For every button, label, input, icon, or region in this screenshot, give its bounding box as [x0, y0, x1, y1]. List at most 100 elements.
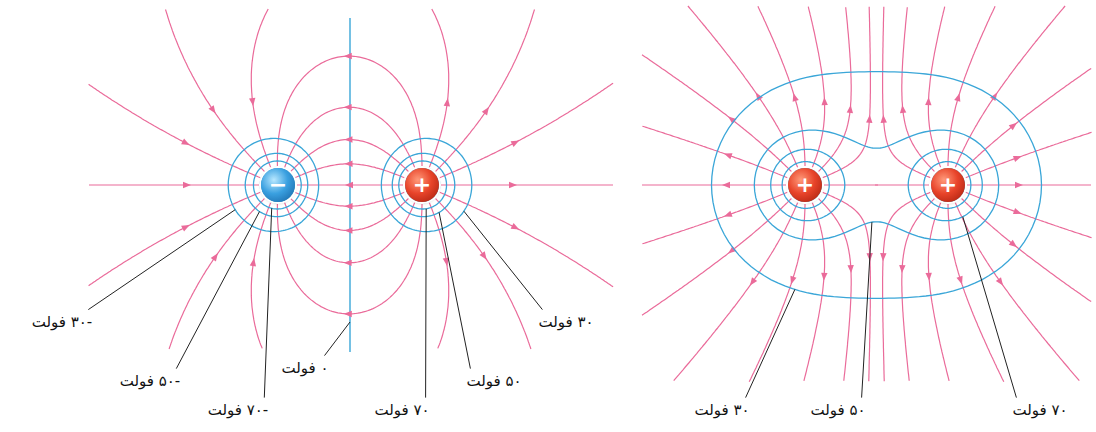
point-charge: −: [261, 168, 295, 202]
leader-line: [464, 211, 543, 309]
field-arrowhead: [1013, 208, 1022, 214]
field-arrowhead: [957, 276, 963, 285]
equipotential-line: [245, 153, 308, 216]
field-arrowhead: [511, 140, 520, 147]
voltage-label: ۷۰ فولت: [1010, 401, 1069, 420]
point-charge: +: [931, 168, 965, 202]
field-arrowhead: [1013, 156, 1022, 162]
field-line: [883, 192, 931, 381]
field-line: [966, 192, 1092, 237]
field-line: [440, 192, 613, 286]
equipotential-line: [771, 149, 845, 220]
field-arrowhead: [925, 273, 931, 281]
field-arrowhead: [344, 260, 352, 266]
charge-sign: −: [269, 174, 287, 196]
field-arrowhead: [750, 277, 757, 285]
field-arrowhead: [208, 105, 215, 113]
field-arrowhead: [1015, 182, 1023, 188]
equipotential-line: [712, 72, 1042, 299]
voltage-label: -۷۰ فولت: [206, 401, 271, 420]
field-arrowhead: [925, 97, 931, 105]
field-line: [928, 203, 949, 381]
leader-line: [264, 208, 271, 397]
field-arrowhead: [722, 182, 730, 188]
equipotential-line: [931, 168, 965, 202]
equipotential-line: [392, 153, 455, 216]
charge-sign: +: [796, 174, 814, 196]
field-arrowhead: [181, 138, 190, 145]
field-arrowhead: [866, 115, 872, 123]
equipotential-line: [254, 161, 302, 209]
field-arrowhead: [211, 253, 218, 261]
voltage-label: -۳۰ فولت: [30, 313, 95, 332]
field-line: [89, 184, 259, 185]
field-line: [674, 203, 798, 381]
field-line: [277, 203, 422, 314]
field-arrowhead: [183, 182, 191, 188]
field-line: [169, 198, 265, 349]
field-arrowhead: [900, 105, 906, 113]
field-line: [967, 184, 1091, 185]
field-arrowhead: [344, 53, 352, 59]
leader-line: [325, 322, 351, 356]
field-arrowhead: [444, 98, 450, 106]
leader-line: [963, 217, 1017, 398]
field-line: [642, 184, 786, 185]
equipotential-line: [228, 138, 318, 231]
field-line: [875, 184, 929, 185]
field-line: [435, 198, 531, 349]
field-arrowhead: [345, 161, 353, 167]
field-line: [823, 7, 871, 178]
field-arrowhead: [344, 104, 352, 110]
field-arrowhead: [881, 115, 887, 123]
field-arrowhead: [345, 203, 353, 209]
field-line: [883, 7, 931, 178]
equipotential-line: [788, 168, 822, 202]
charge-sign: +: [939, 174, 957, 196]
voltage-label: ۵۰ فولت: [808, 401, 867, 420]
equipotential-line: [399, 161, 447, 209]
voltage-label: ۵۰ فولت: [464, 372, 523, 391]
field-arrowhead: [880, 253, 886, 261]
voltage-label: ۷۰ فولت: [372, 401, 431, 420]
field-line: [948, 204, 1004, 382]
field-arrowhead: [345, 182, 353, 188]
field-arrowhead: [511, 223, 520, 230]
field-arrowhead: [821, 97, 827, 105]
leader-line: [862, 222, 872, 397]
point-charge: +: [788, 168, 822, 202]
field-arrowhead: [954, 93, 960, 102]
field-line: [440, 83, 613, 178]
leader-line: [88, 210, 235, 310]
equipotential-line: [931, 168, 965, 202]
field-line: [251, 203, 270, 349]
field-arrowhead: [250, 258, 256, 266]
field-arrowhead: [724, 153, 733, 159]
field-arrowhead: [249, 98, 255, 106]
field-line: [804, 203, 825, 381]
field-arrowhead: [1009, 123, 1017, 130]
field-arrowhead: [821, 273, 827, 281]
field-line: [749, 204, 805, 382]
equipotential-line: [788, 168, 822, 202]
field-line: [955, 203, 1079, 381]
field-line: [961, 68, 1091, 171]
leader-line: [425, 209, 427, 398]
field-line: [89, 192, 261, 285]
equipotential-line: [260, 167, 295, 202]
voltage-label: ۰ فولت: [279, 359, 330, 378]
equipotential-line: [924, 162, 971, 209]
field-arrowhead: [847, 105, 853, 113]
equipotential-line: [405, 167, 440, 202]
field-line: [89, 84, 261, 177]
charge-sign: +: [413, 174, 431, 196]
field-line: [284, 107, 415, 169]
field-line: [808, 7, 824, 168]
field-arrowhead: [790, 276, 796, 285]
equipotential-line: [261, 168, 295, 202]
field-arrowhead: [344, 136, 352, 142]
equipotential-line: [405, 168, 439, 202]
field-arrowhead: [899, 265, 905, 273]
field-arrowhead: [1009, 240, 1017, 247]
